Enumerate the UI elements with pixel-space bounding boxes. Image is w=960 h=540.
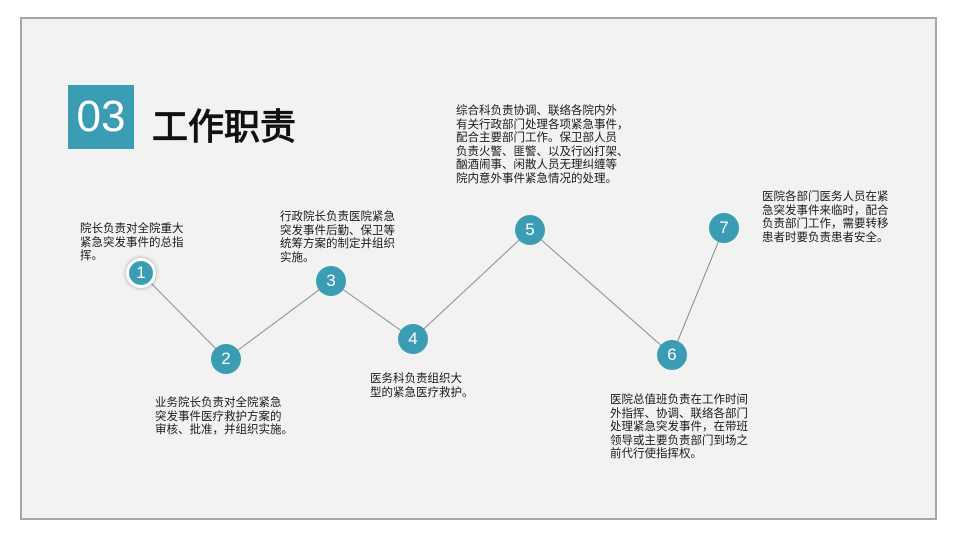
page-title: 工作职责 [152, 107, 297, 148]
slide-panel [20, 17, 937, 520]
step-1-description: 院长负责对全院重大 紧急突发事件的总指 挥。 [80, 221, 184, 262]
step-5-description: 综合科负责协调、联络各院内外 有关行政部门处理各项紧急事件， 配合主要部门工作。… [456, 103, 629, 185]
step-node-2: 2 [211, 344, 241, 374]
step-7-description: 医院各部门医务人员在紧 急突发事件来临时，配合 负责部门工作，需要转移 患者时要… [762, 189, 889, 244]
step-node-1: 1 [126, 258, 156, 288]
step-node-3: 3 [316, 266, 346, 296]
step-node-5: 5 [515, 215, 545, 245]
section-number-badge: 03 [68, 85, 134, 149]
step-4-description: 医务科负责组织大 型的紧急医疗救护。 [370, 371, 474, 399]
step-node-6: 6 [657, 340, 687, 370]
step-node-4: 4 [398, 324, 428, 354]
timeline-zigzag-line [140, 227, 725, 360]
step-6-description: 医院总值班负责在工作时间 外指挥、协调、联络各部门 处理紧急突发事件，在带班 领… [610, 392, 748, 460]
step-3-description: 行政院长负责医院紧急 突发事件后勤、保卫等 统筹方案的制定并组织 实施。 [280, 209, 395, 264]
step-2-description: 业务院长负责对全院紧急 突发事件医疗救护方案的 审核、批准，并组织实施。 [155, 395, 293, 436]
step-node-7: 7 [709, 213, 739, 243]
